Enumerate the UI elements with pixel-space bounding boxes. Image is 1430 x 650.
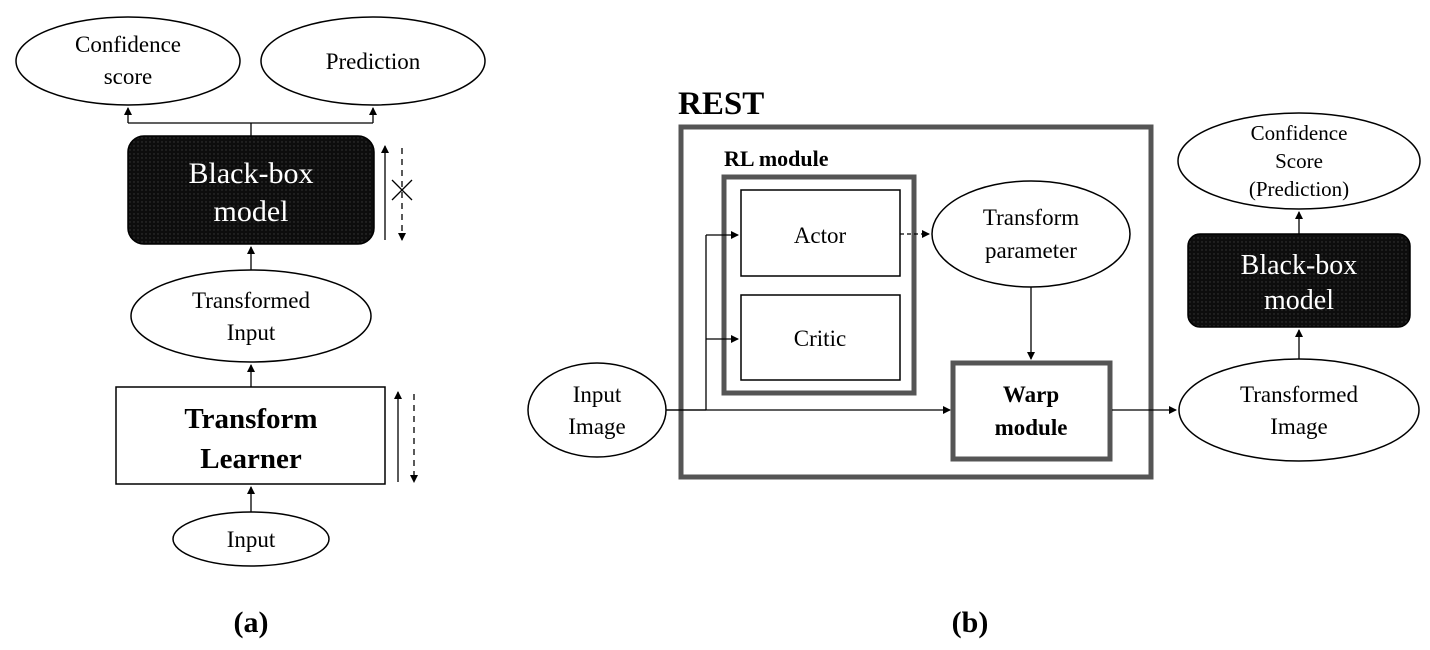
blackbox-label-b-line2: model	[1264, 285, 1334, 316]
confidence-score-node-b	[1177, 112, 1421, 210]
output-split-connector-a	[128, 122, 373, 136]
panel-a: Confidence score Prediction Black-box mo…	[15, 16, 486, 639]
confidence-score-label-b-line1: Confidence	[1251, 121, 1348, 145]
transformed-input-label-a-line1: Transformed	[192, 288, 310, 313]
input-label-a: Input	[227, 527, 276, 552]
input-image-label-line2: Image	[568, 414, 625, 439]
blackbox-label-a-line1: Black-box	[189, 157, 314, 190]
rl-module-frame	[721, 174, 917, 396]
blackbox-label-b-line1: Black-box	[1241, 250, 1358, 281]
input-image-node	[527, 362, 667, 458]
transformed-image-node	[1178, 358, 1420, 462]
blackbox-model-a	[127, 135, 375, 245]
transform-parameter-node	[931, 180, 1131, 288]
transform-learner-label-line2: Learner	[200, 443, 302, 475]
rl-module-label: RL module	[724, 146, 829, 171]
confidence-score-label-a-line2: score	[104, 64, 153, 89]
actor-label: Actor	[794, 223, 847, 248]
warp-module-label-line1: Warp	[1003, 382, 1059, 407]
transform-parameter-label-line1: Transform	[983, 205, 1079, 230]
transform-learner-box	[115, 386, 386, 485]
rest-frame	[678, 124, 1154, 480]
rest-title: REST	[678, 86, 764, 122]
input-node-a	[172, 511, 330, 567]
caption-a: (a)	[234, 606, 269, 639]
warp-module-label-line2: module	[995, 415, 1068, 440]
transformed-image-label-line1: Transformed	[1240, 382, 1358, 407]
prediction-label-a: Prediction	[326, 49, 421, 74]
transformed-image-label-line2: Image	[1270, 414, 1327, 439]
input-image-label-line1: Input	[573, 382, 622, 407]
warp-module-box	[950, 360, 1113, 462]
critic-label: Critic	[794, 326, 846, 351]
blackbox-label-a-line2: model	[214, 195, 289, 228]
confidence-score-node-a	[15, 16, 241, 106]
confidence-score-label-b-line2: Score	[1275, 149, 1323, 173]
prediction-node-a	[260, 16, 486, 106]
critic-box	[740, 294, 901, 381]
input-branch-connector	[666, 235, 707, 411]
transformed-input-label-a-line2: Input	[227, 320, 276, 345]
caption-b: (b)	[952, 606, 989, 639]
panel-b: REST RL module Actor Critic Transform pa…	[527, 86, 1421, 639]
actor-box	[740, 189, 901, 277]
transform-learner-label-line1: Transform	[184, 403, 317, 435]
transform-parameter-label-line2: parameter	[985, 238, 1077, 263]
transformed-input-node-a	[130, 269, 372, 363]
confidence-score-label-a-line1: Confidence	[75, 32, 181, 57]
confidence-score-label-b-line3: (Prediction)	[1249, 177, 1349, 201]
blocked-gradient-cross-icon	[391, 179, 413, 201]
